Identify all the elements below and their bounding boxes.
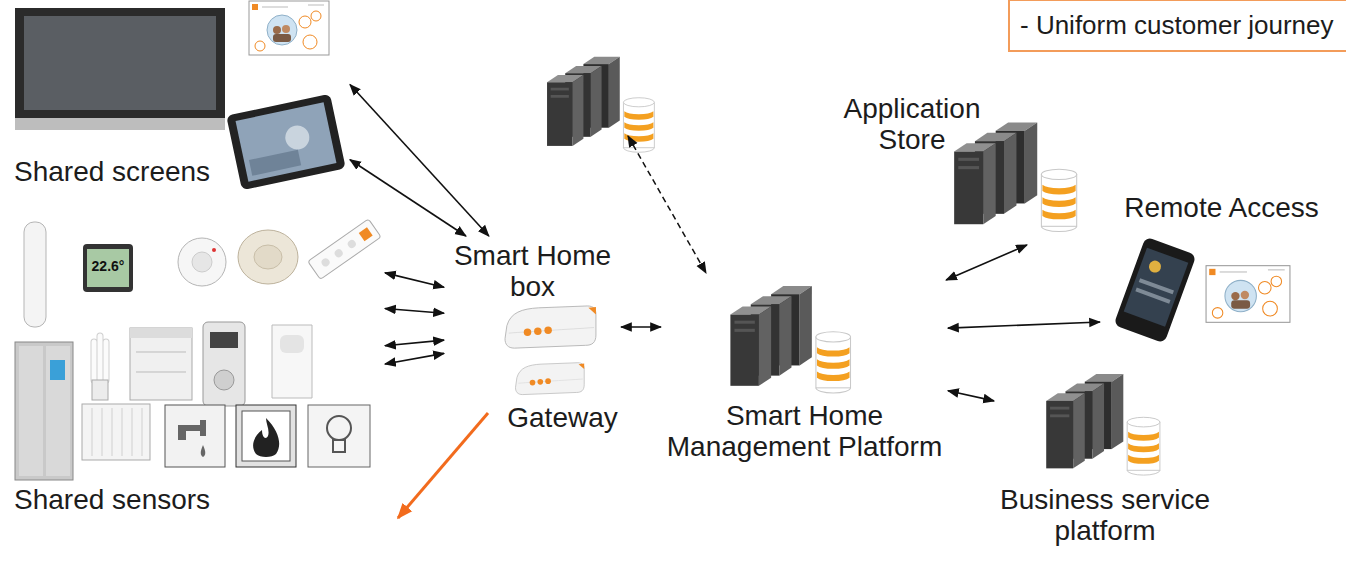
display-reading: 22.6° xyxy=(86,258,130,274)
remote-access-device: Remote Access xyxy=(1100,190,1343,340)
tablet xyxy=(226,94,345,190)
business-platform: Business service platform xyxy=(994,370,1216,550)
connector-arrow xyxy=(948,391,994,401)
ui-screen xyxy=(249,1,329,55)
node-label: Gateway xyxy=(507,403,618,434)
dashed-arrow xyxy=(628,136,706,273)
smart-home-box: Smart Home box xyxy=(444,236,621,356)
connector-arrow xyxy=(946,245,1027,280)
home-box-device xyxy=(505,306,596,348)
connector-arrow xyxy=(621,326,661,328)
server xyxy=(954,122,1077,231)
node-label: Smart Home box xyxy=(449,241,616,303)
sensors-group: Shared sensors xyxy=(10,205,385,520)
note-box: - Uniform customer journey xyxy=(1008,0,1346,52)
server xyxy=(1046,374,1160,475)
sensor-devices xyxy=(15,219,381,480)
ui-screen xyxy=(1206,266,1290,323)
node-label: Application Store xyxy=(832,94,992,156)
node-label: Shared screens xyxy=(14,157,210,188)
connector-arrow xyxy=(385,309,444,314)
app-store-server: Application Store xyxy=(828,90,1090,245)
orange-arrow xyxy=(398,413,488,518)
node-label: Business service platform xyxy=(997,485,1213,547)
node-label: Shared sensors xyxy=(14,485,210,516)
connector-arrow xyxy=(948,322,1100,328)
gateway-device xyxy=(516,363,585,395)
tv-screen xyxy=(15,8,225,130)
server xyxy=(547,57,654,152)
connector-arrow xyxy=(385,340,444,346)
server xyxy=(730,286,850,393)
node-label: Smart Home Management Platform xyxy=(664,401,945,463)
node-label: Remote Access xyxy=(1124,193,1319,224)
screens-group: Shared screens xyxy=(10,0,350,192)
gateway-device: Gateway xyxy=(504,358,621,436)
connector-arrow xyxy=(385,353,444,364)
connector-arrow xyxy=(350,85,489,236)
smartphone xyxy=(1114,237,1197,344)
management-platform: Smart Home Management Platform xyxy=(661,280,948,466)
node-label: - Uniform customer journey xyxy=(1020,11,1334,40)
connector-arrow xyxy=(385,273,444,287)
connector-arrow xyxy=(350,160,466,236)
